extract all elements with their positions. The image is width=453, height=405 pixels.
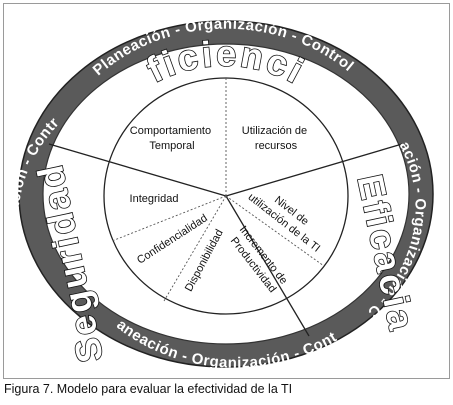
divider-bottom (225, 195, 310, 337)
figure-frame: Planeación - Organización - Control Plan… (3, 3, 450, 379)
divider-left (48, 143, 227, 197)
label-comportamiento: Comportamiento Temporal (130, 125, 214, 152)
dash-seguridad-1 (111, 195, 227, 242)
label-integridad: Integridad (130, 193, 179, 205)
dash-seguridad-2 (163, 195, 227, 302)
label-utilizacion: Utilización de recursos (242, 125, 310, 152)
divider-right (225, 143, 403, 197)
label-eficiencia: Eficiencia (4, 4, 312, 92)
effectiveness-model-diagram: Planeación - Organización - Control Plan… (4, 4, 434, 372)
figure-caption: Figura 7. Modelo para evaluar la efectiv… (4, 382, 293, 396)
dash-eficacia (225, 195, 325, 267)
